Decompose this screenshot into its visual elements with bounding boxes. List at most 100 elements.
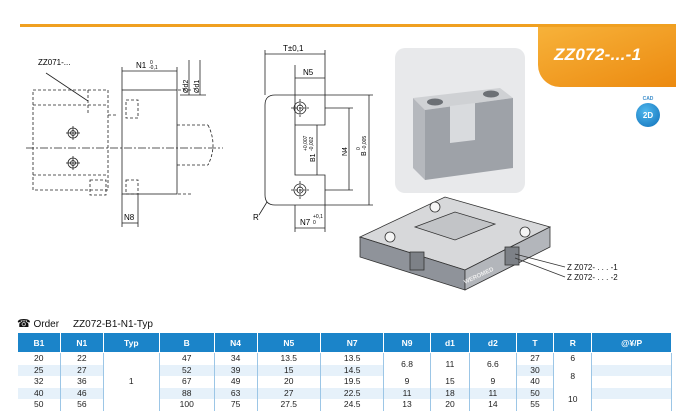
cell-d1: 11 <box>430 352 471 376</box>
order-line: ☎ Order ZZ072-B1-N1-Typ <box>17 317 153 330</box>
dim-n4: N4 <box>342 147 349 156</box>
cell-b: 88 <box>159 387 215 399</box>
cell-t: 50 <box>516 387 555 399</box>
dim-t: T±0,1 <box>283 44 304 53</box>
col-price: @¥/P <box>591 332 672 353</box>
product-title-tab: ZZ072-...-1 <box>538 27 676 87</box>
dim-b1: B1 <box>310 153 317 162</box>
cell-n7: 14.5 <box>320 364 385 376</box>
cell-b1: 20 <box>17 352 61 365</box>
dim-n8: N8 <box>124 213 135 222</box>
cell-n7: 13.5 <box>320 352 385 365</box>
col-b: B <box>158 332 215 353</box>
cell-d1: 18 <box>430 387 471 399</box>
order-label: Order <box>33 319 60 330</box>
dim-b1-tol-lower: -0,002 <box>309 137 315 151</box>
cell-n9: 6.8 <box>383 352 431 376</box>
cell-n4: 75 <box>214 399 258 411</box>
cell-price <box>591 399 672 411</box>
top-view-drawing: T±0,1 N5 B1 +0,007 -0,002 N4 B 0 -0,005 … <box>253 44 373 232</box>
table-row: 50 56 100 75 27.5 24.5 13 20 14 55 <box>17 399 672 411</box>
cell-price <box>591 387 672 399</box>
col-b1: B1 <box>17 332 61 353</box>
assembly-drawing: WEROMED Z Z072- . . . -1 Z Z072- . . . -… <box>358 196 618 291</box>
dim-r: R <box>253 213 259 222</box>
cell-n4: 49 <box>214 376 258 388</box>
cell-n4: 63 <box>214 387 258 399</box>
cell-b1: 32 <box>17 376 61 388</box>
cad-2d-badge[interactable]: CAD 2D <box>636 96 660 127</box>
table-row: 25 27 52 39 15 14.5 30 8 <box>17 364 672 388</box>
cell-n5: 15 <box>257 364 321 376</box>
cell-b1: 25 <box>17 364 61 376</box>
cell-n5: 13.5 <box>257 352 321 365</box>
dim-d2: Ød2 <box>183 80 190 93</box>
cad-2d-label: 2D <box>642 111 654 120</box>
cell-d2: 9 <box>469 376 517 388</box>
cell-n9: 9 <box>383 376 431 388</box>
cell-n4: 34 <box>214 352 258 365</box>
dim-n1-tol-upper: 0 <box>150 60 153 66</box>
cell-d1: 15 <box>430 376 471 388</box>
assembly-label-1: Z Z072- . . . -1 <box>567 263 618 272</box>
ref-label-zz071: ZZ071-... <box>38 58 70 67</box>
col-n1: N1 <box>59 332 104 353</box>
cell-b1: 50 <box>17 399 61 411</box>
col-n9: N9 <box>383 332 431 353</box>
cell-t: 27 <box>516 352 555 365</box>
cell-price <box>591 376 672 388</box>
cell-b: 100 <box>159 399 215 411</box>
cell-n5: 27.5 <box>257 399 321 411</box>
col-n4: N4 <box>213 332 258 353</box>
cell-n7: 24.5 <box>320 399 385 411</box>
col-t: T <box>515 332 555 353</box>
cell-n9: 13 <box>383 399 431 411</box>
cell-d2: 6.6 <box>469 352 517 376</box>
table-header-row: B1 N1 Typ B N4 N5 N7 N9 d1 d2 T R @¥/P <box>17 332 672 353</box>
col-d2: d2 <box>469 332 517 353</box>
cell-t: 30 <box>516 364 555 376</box>
cell-t: 40 <box>516 376 555 388</box>
cell-r: 6 <box>553 352 593 365</box>
cell-r: 8 <box>553 364 593 388</box>
cell-t: 55 <box>516 399 555 411</box>
cell-n5: 27 <box>257 387 321 399</box>
dim-b: B <box>361 151 368 156</box>
cell-n1: 56 <box>60 399 104 411</box>
cell-d2: 14 <box>469 399 517 411</box>
cell-b: 47 <box>159 352 215 365</box>
cad-label: CAD <box>642 96 654 102</box>
cell-b1: 40 <box>17 387 61 399</box>
dim-b-tol-lower: -0,005 <box>362 136 368 150</box>
dim-d1: Ød1 <box>194 80 201 93</box>
cell-b: 67 <box>159 376 215 388</box>
order-code: ZZ072-B1-N1-Typ <box>72 319 153 330</box>
spec-table: B1 N1 Typ B N4 N5 N7 N9 d1 d2 T R @¥/P 2… <box>17 332 672 411</box>
dim-n1: N1 <box>136 61 147 70</box>
cell-price <box>591 364 672 376</box>
header-rule <box>20 24 676 27</box>
product-photo <box>395 48 525 193</box>
cell-n1: 22 <box>60 352 104 365</box>
dim-n7-tol-lower: 0 <box>313 220 316 226</box>
table-row: 40 46 88 63 27 22.5 11 18 11 50 10 <box>17 387 672 411</box>
col-n7: N7 <box>319 332 385 353</box>
table-row: 20 22 1 47 34 13.5 13.5 6.8 11 6.6 27 6 <box>17 352 672 411</box>
assembly-label-2: Z Z072- . . . -2 <box>567 273 618 282</box>
cell-n1: 27 <box>60 364 104 376</box>
cell-r: 10 <box>553 387 593 411</box>
cell-b: 52 <box>159 364 215 376</box>
dim-n7-tol-upper: +0,1 <box>313 214 323 220</box>
cell-d1: 20 <box>430 399 471 411</box>
col-n5: N5 <box>256 332 321 353</box>
cell-n7: 19.5 <box>320 376 385 388</box>
product-title: ZZ072-...-1 <box>554 45 642 64</box>
cell-n5: 20 <box>257 376 321 388</box>
cell-n4: 39 <box>214 364 258 376</box>
phone-icon: ☎ <box>17 318 31 330</box>
cell-n1: 36 <box>60 376 104 388</box>
cell-n7: 22.5 <box>320 387 385 399</box>
dim-n7: N7 <box>300 218 311 227</box>
dim-b-tol-upper: 0 <box>356 147 362 150</box>
col-typ: Typ <box>102 332 160 353</box>
